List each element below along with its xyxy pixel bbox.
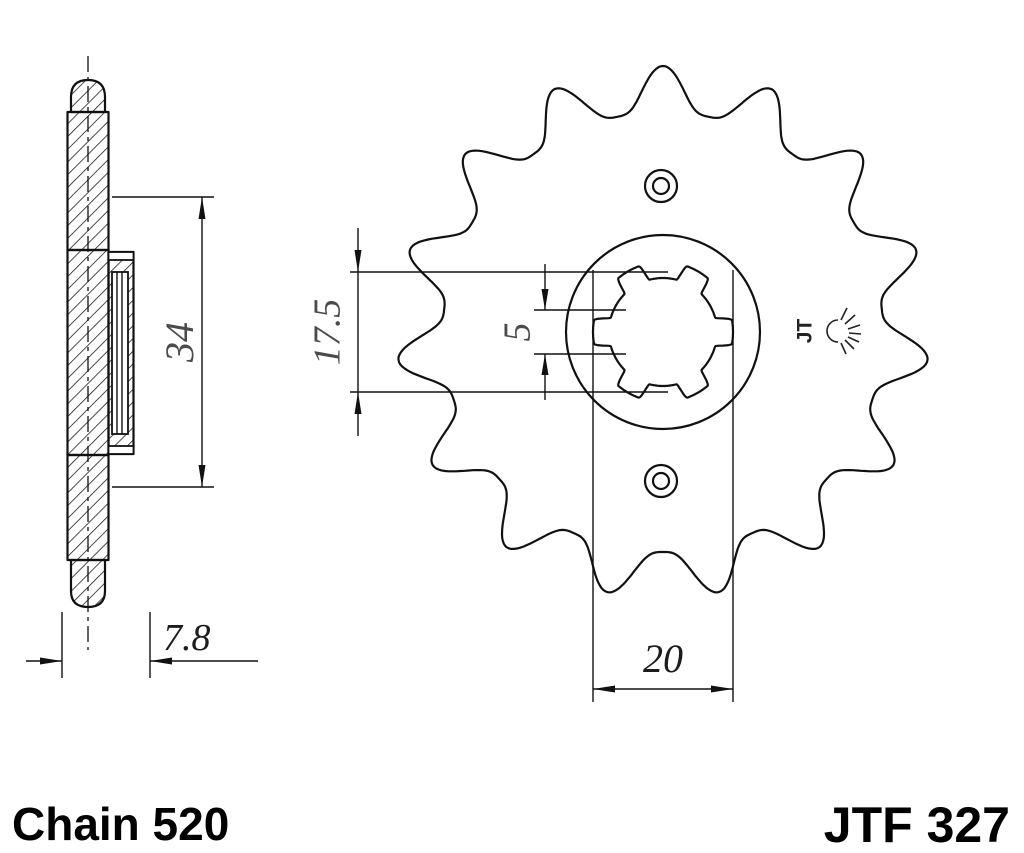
side-hub-shoulder-top <box>107 251 135 261</box>
side-view <box>66 56 135 650</box>
dim-17-5: 17.5 <box>307 228 668 436</box>
dim-20-text: 20 <box>643 636 683 681</box>
hub-circle <box>564 233 762 431</box>
chain-label: Chain 520 <box>12 798 229 850</box>
dim-17-5-text: 17.5 <box>307 299 349 366</box>
side-bore-strip <box>111 271 129 435</box>
rivet-hole-bottom-inner <box>651 471 671 491</box>
jt-logo-text: JT <box>794 319 817 344</box>
dim-5: 5 <box>497 264 626 400</box>
model-label: JTF 327 <box>824 797 1010 853</box>
dim-5-text: 5 <box>497 323 539 342</box>
dim-7-8: 7.8 <box>26 612 258 678</box>
dimensions: 34 7.8 17.5 5 <box>26 196 734 702</box>
front-view: JT <box>397 64 929 594</box>
dim-7-8-text: 7.8 <box>163 617 211 659</box>
dim-34-text: 34 <box>157 322 202 363</box>
dim-34: 34 <box>112 196 214 488</box>
side-hub-shoulder-bottom <box>107 445 135 455</box>
jt-logo: JT <box>794 307 862 355</box>
gear-outline <box>397 64 929 594</box>
rivet-hole-top-inner <box>651 176 671 196</box>
jt-logo-sun-rays <box>840 307 862 355</box>
rivet-hole-top-outer <box>643 168 679 204</box>
spline-bore <box>591 265 735 399</box>
footer-labels: Chain 520 JTF 327 <box>12 797 1010 853</box>
jt-logo-sun-arc <box>826 319 839 343</box>
dim-20: 20 <box>592 270 734 702</box>
rivet-hole-bottom-outer <box>643 463 679 499</box>
